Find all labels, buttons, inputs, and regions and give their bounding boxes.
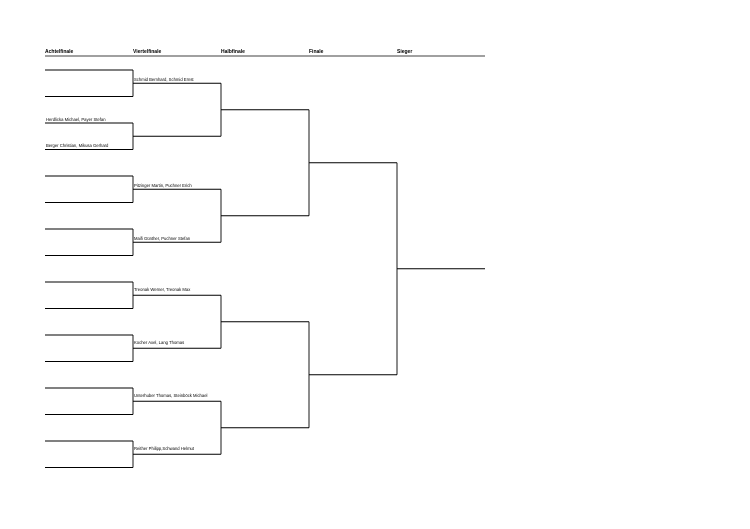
header-round-of-16: Achtelfinale: [45, 49, 74, 55]
qf-slot-5: Treonak Werner, Treonak Max: [134, 287, 191, 292]
qf-slot-7: Unterhuber Thomas, Steinböck Michael: [134, 393, 208, 398]
r16-slot-3: Herdlicka Michael, Payer Stefan: [46, 117, 106, 122]
r16-slot-4: Berger Christian, Mikusa Gerhard: [46, 143, 109, 148]
bracket-lines: [45, 69, 485, 468]
qf-slot-6: Kocher Axel, Lang Thomas: [134, 340, 185, 345]
header-final: Finale: [309, 49, 324, 55]
qf-slot-8: Reither Philipp,Schwand Helmut: [134, 446, 195, 451]
header-semifinal: Halbfinale: [221, 49, 245, 55]
header-quarterfinal: Viertelfinale: [133, 49, 162, 55]
qf-slot-3: Pitzinger Martin, Puchner Erich: [134, 183, 192, 188]
qf-slot-4: Maifi Günther, Puchner Stefan: [134, 236, 191, 241]
header-winner: Sieger: [397, 49, 413, 55]
qf-slot-1: Schmid Bernhard, Schmid Ernst: [134, 77, 194, 82]
